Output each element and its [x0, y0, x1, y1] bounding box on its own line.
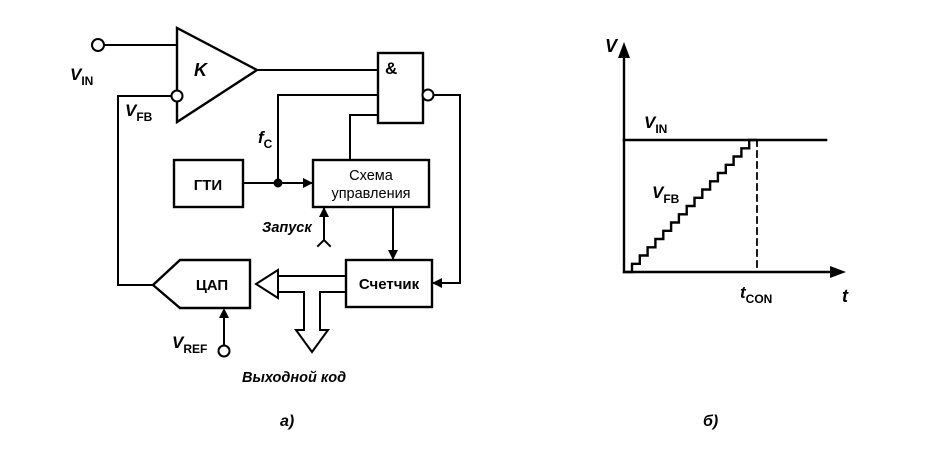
and-gate-inverted-output — [421, 88, 435, 102]
vref-label-main: V — [172, 333, 185, 352]
tcon-label-sub: CON — [746, 292, 773, 306]
output-bus — [254, 268, 347, 354]
graph-vfb-label-main: V — [652, 183, 665, 202]
comparator-inverting-input — [170, 89, 184, 103]
caption-b: б) — [703, 413, 718, 430]
vin-label-sub: IN — [81, 74, 93, 88]
output-code-label: Выходной код — [242, 370, 346, 386]
comparator — [175, 26, 260, 125]
counter-box — [344, 258, 434, 309]
dac-label: ЦАП — [196, 277, 228, 294]
y-axis-label: V — [605, 36, 619, 56]
fc-label-sub: C — [264, 137, 273, 151]
vin-label-main: V — [70, 65, 83, 84]
start-label: Запуск — [262, 220, 312, 236]
vref-label: VREF — [172, 333, 207, 356]
vin-terminal — [91, 38, 105, 52]
graph-vin-label: VIN — [644, 113, 667, 136]
graph-vin-label-sub: IN — [655, 122, 667, 136]
graph-vfb-label-sub: FB — [663, 192, 679, 206]
vin-label: VIN — [70, 65, 93, 88]
timing-graph-b — [618, 42, 846, 278]
vfb-label-main: V — [125, 101, 138, 120]
vfb-label-sub: FB — [136, 110, 152, 124]
vref-terminal — [217, 344, 231, 358]
tcon-label: tCON — [740, 283, 772, 306]
caption-a: а) — [280, 413, 294, 430]
control-label-line1: Схема — [349, 168, 394, 184]
start-input-fork — [316, 238, 332, 248]
control-label-line2: управления — [331, 186, 410, 202]
dac-block — [151, 258, 252, 310]
control-block — [311, 158, 431, 209]
counter-label: Счетчик — [359, 276, 420, 293]
comparator-label: K — [194, 60, 209, 80]
and-gate — [376, 51, 425, 125]
fc-label-main: f — [258, 128, 266, 147]
and-gate-label: & — [385, 59, 397, 78]
generator-label: ГТИ — [194, 177, 222, 194]
fc-label: fC — [258, 128, 273, 151]
block-diagram-a — [91, 26, 461, 358]
tcon-label-main: t — [740, 283, 747, 302]
counter-clock-arrow — [432, 278, 442, 288]
vfb-label: VFB — [125, 101, 153, 124]
vref-label-sub: REF — [183, 342, 207, 356]
graph-vfb-label: VFB — [652, 183, 680, 206]
fc-node — [273, 178, 283, 188]
graph-vin-label-main: V — [644, 113, 657, 132]
x-axis-label: t — [842, 286, 849, 306]
vfb-staircase — [626, 138, 757, 274]
